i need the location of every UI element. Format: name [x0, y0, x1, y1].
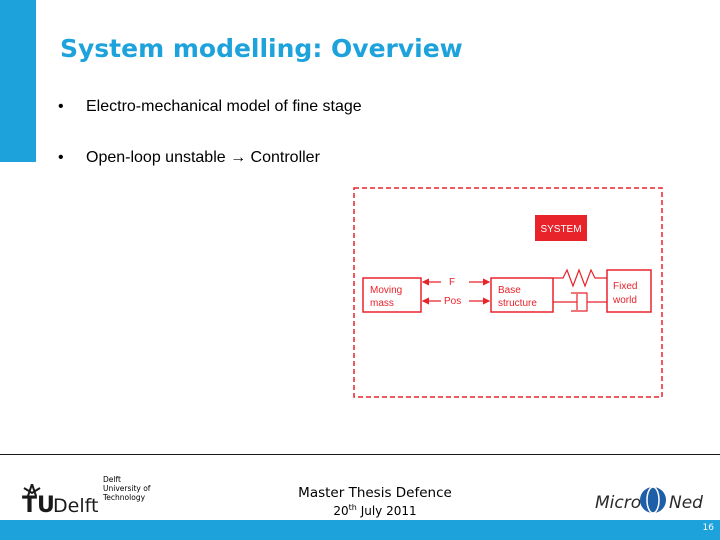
university-name: Delft University of Technology	[103, 475, 150, 502]
date-day: 20	[333, 504, 349, 518]
accent-bar	[0, 0, 36, 162]
tu-delft-logo: T U Delft	[22, 484, 98, 516]
system-label: SYSTEM	[540, 224, 581, 235]
bullet-text: Open-loop unstable → Controller	[86, 149, 320, 166]
bullet-text: Electro-mechanical model of fine stage	[86, 98, 362, 115]
globe-icon	[640, 487, 666, 513]
bullet-item: • Electro-mechanical model of fine stage	[58, 98, 362, 116]
base-structure-label-1: Base	[498, 285, 521, 296]
flame-icon	[23, 484, 41, 497]
bullet-item: • Open-loop unstable → Controller	[58, 149, 320, 167]
footer-divider	[0, 454, 720, 455]
bottom-bar	[0, 520, 720, 540]
microned-text-ned: Ned	[669, 493, 703, 513]
page-number: 16	[702, 523, 714, 533]
bullet-marker: •	[58, 98, 64, 115]
pos-label: Pos	[444, 296, 461, 307]
microned-logo: Micro Ned	[595, 486, 703, 514]
tu-logo-letter-u: U	[37, 493, 55, 516]
fixed-world-label-2: world	[612, 295, 637, 306]
damper	[553, 292, 607, 312]
moving-mass-label-1: Moving	[370, 285, 402, 296]
moving-mass-box	[362, 277, 422, 313]
event-title: Master Thesis Defence	[298, 485, 452, 501]
system-boundary	[353, 187, 663, 398]
force-label: F	[449, 277, 455, 288]
fixed-world-label-1: Fixed	[613, 281, 637, 292]
base-structure-label-2: structure	[498, 298, 537, 309]
date-suffix: th	[348, 503, 357, 512]
university-line: University of	[103, 484, 151, 493]
moving-mass-label-2: mass	[370, 298, 394, 309]
fixed-world-box	[606, 269, 652, 313]
event-date: 20th July 2011	[285, 503, 465, 518]
system-diagram: SYSTEM Moving mass Base structure Fixed …	[353, 187, 663, 398]
tu-logo-delft: Delft	[53, 495, 98, 516]
university-line: Technology	[103, 493, 146, 502]
base-structure-box	[490, 277, 554, 313]
university-line: Delft	[103, 475, 121, 484]
spring	[553, 268, 607, 288]
slide-title: System modelling: Overview	[60, 34, 463, 63]
date-rest: July 2011	[356, 504, 417, 518]
bullet-marker: •	[58, 149, 64, 166]
system-label-box	[535, 215, 587, 241]
tu-logo-letter-t: T	[22, 493, 37, 516]
globe-highlight	[646, 486, 660, 514]
microned-text-micro: Micro	[595, 493, 641, 513]
